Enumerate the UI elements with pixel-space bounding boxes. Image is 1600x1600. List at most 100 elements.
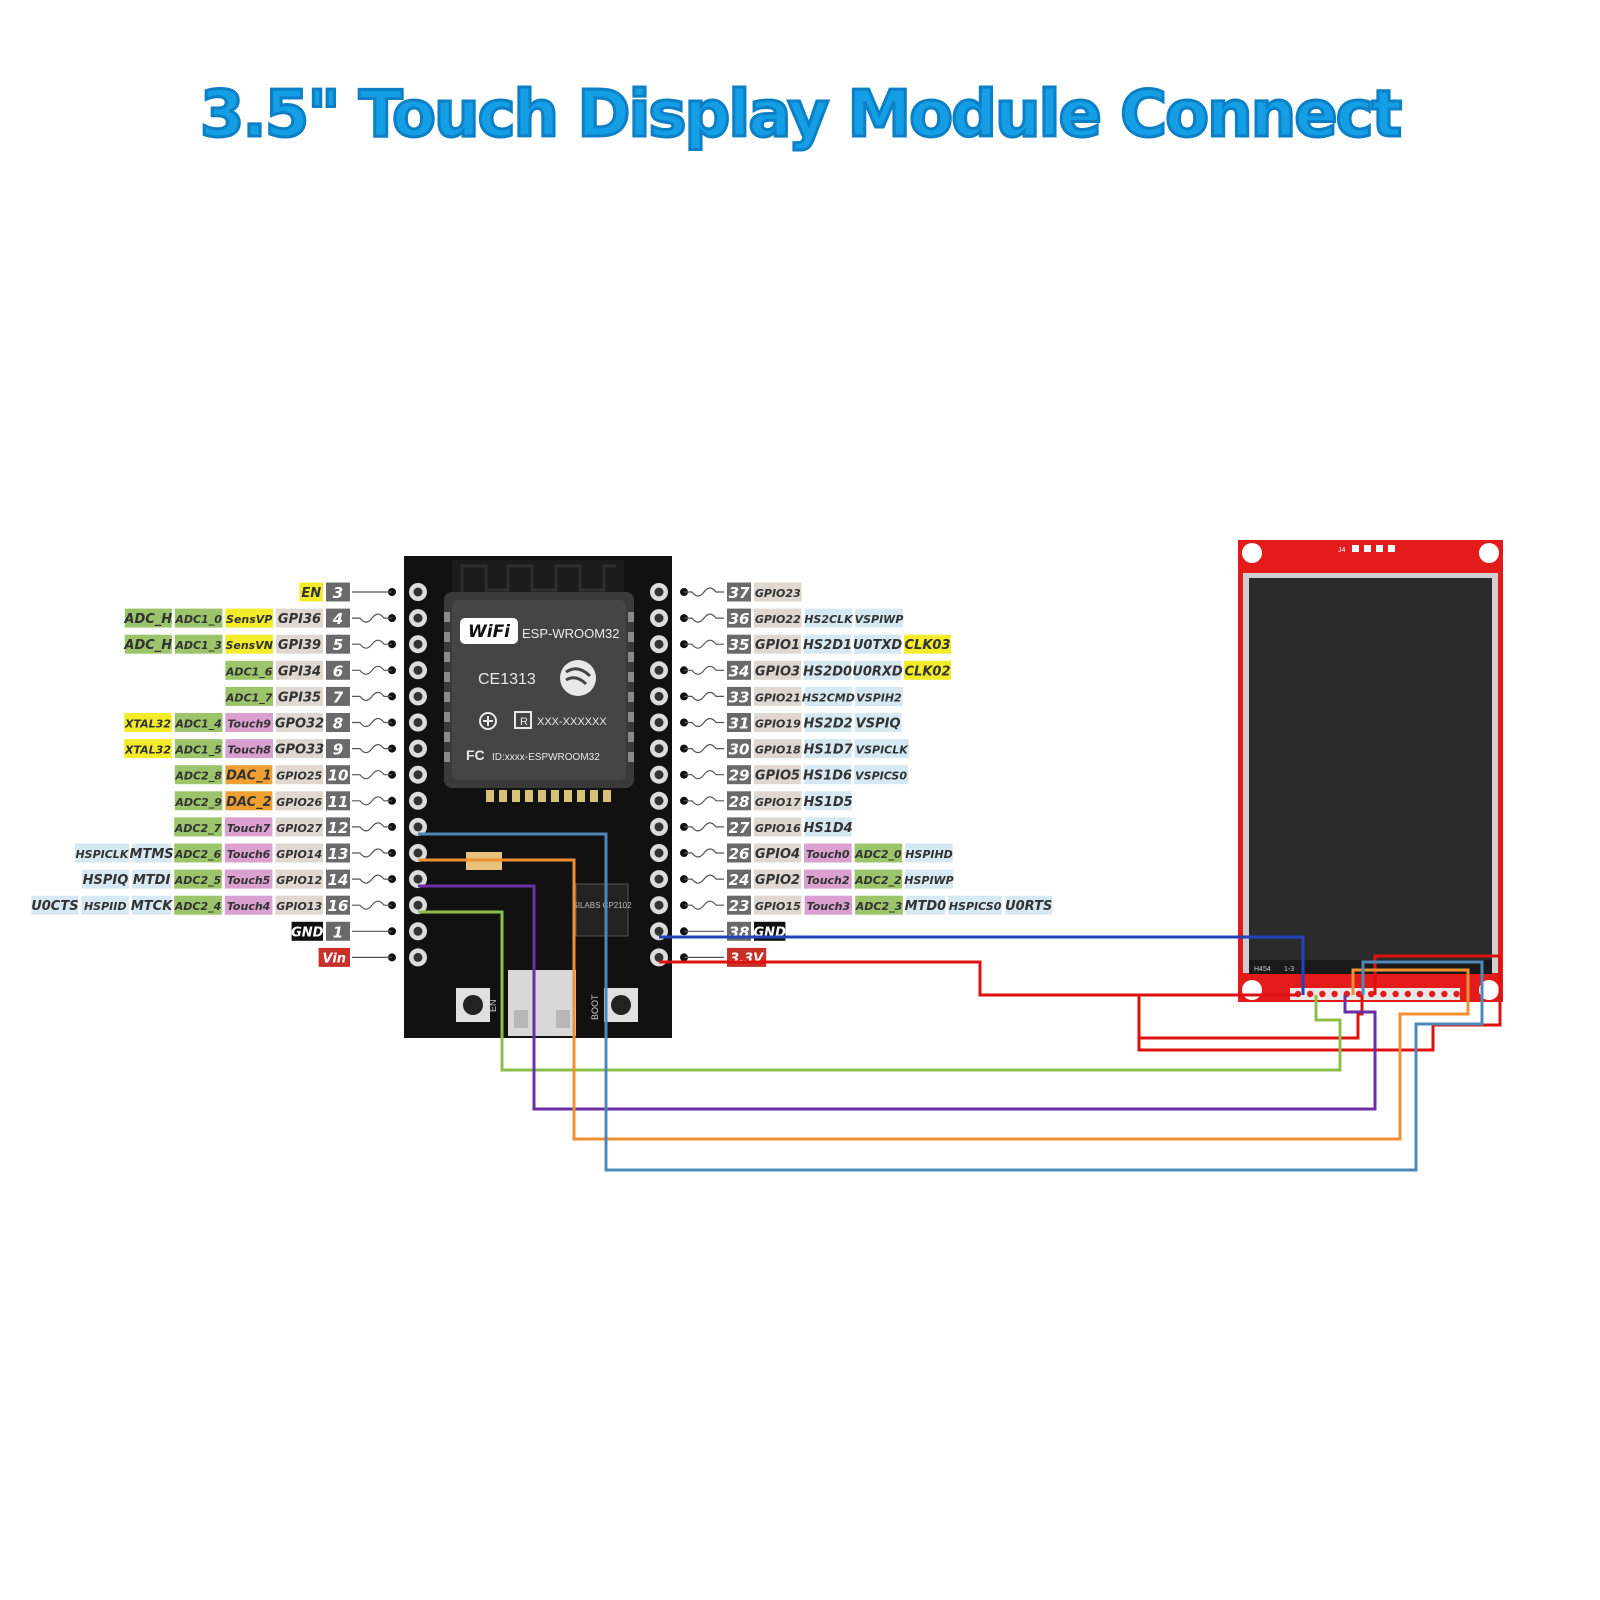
pin-label: Touch6 <box>227 848 271 861</box>
module-side-pad <box>628 632 634 642</box>
pin-number-box <box>326 582 350 602</box>
lcd-screen[interactable] <box>1249 578 1492 960</box>
pin-leader <box>352 691 392 701</box>
fc-id: ID:xxxx-ESPWROOM32 <box>492 752 600 763</box>
pin-label: U0RTS <box>1005 899 1052 914</box>
r-mark-icon <box>514 711 532 729</box>
pin-label-box <box>318 947 350 967</box>
module-side-pad <box>628 752 634 762</box>
wire-3v3-led <box>1139 995 1364 1040</box>
pin-label: DAC_1 <box>226 769 272 784</box>
lcd-pin <box>1319 990 1326 998</box>
pin-number: 36 <box>729 610 750 628</box>
pin-number: 34 <box>729 662 750 680</box>
pin-label: HS1D5 <box>804 795 853 810</box>
wire-gpio13 <box>418 910 1342 1072</box>
module-side-pad <box>444 752 450 762</box>
pin-label: U0CTS <box>31 899 78 914</box>
pin-label-box <box>754 634 801 654</box>
pin-number: 11 <box>328 793 349 811</box>
module-side-pad <box>444 612 450 622</box>
pin-label: ADC1_7 <box>225 691 273 704</box>
ce-mark: CE1313 <box>478 671 536 688</box>
pin-label: VSPIH2 <box>856 691 902 704</box>
pin-label: Touch8 <box>227 744 271 757</box>
pin-label-box <box>754 686 802 706</box>
pin-label: HSPIHD <box>905 848 953 861</box>
pin-number: 24 <box>729 871 750 889</box>
pin-label-box <box>854 765 909 785</box>
pin-number-box <box>326 713 350 732</box>
pin-number-box <box>326 686 350 706</box>
pin-label: GPIO25 <box>276 770 322 783</box>
en-button-label: EN <box>488 999 498 1012</box>
pin-label-box <box>754 817 802 837</box>
pin-leader <box>352 874 392 884</box>
pin-number: 4 <box>332 610 343 628</box>
pin-label: GPIO12 <box>276 874 322 887</box>
pin-label: U0RXD <box>852 664 903 679</box>
lcd-mount-hole <box>1242 543 1262 563</box>
pin-number-box <box>727 765 751 785</box>
wire-gpio14 <box>418 858 1470 1141</box>
pin-label: GPO32 <box>275 717 324 732</box>
pin-label-box <box>225 634 273 654</box>
pin-leader <box>352 848 392 858</box>
pin-label: ADC1_5 <box>174 744 222 757</box>
module-side-pad <box>444 732 450 742</box>
pin-label-box <box>804 791 852 811</box>
pin-label-box <box>124 608 172 628</box>
module-side-pad <box>628 652 634 662</box>
pin-label: HSPICS0 <box>949 900 1002 913</box>
header-pad-hole <box>654 796 664 806</box>
pin-label: HS2D1 <box>803 638 852 653</box>
header-pad-hole <box>413 613 423 623</box>
pin-label-box <box>754 791 802 811</box>
header-pad-hole <box>654 848 664 858</box>
pin-label: GND <box>291 925 324 940</box>
pin-leader <box>352 796 392 806</box>
lcd-pin <box>1307 990 1314 998</box>
pin-label: XTAL32 <box>124 744 171 757</box>
pin-label: ADC2_7 <box>174 822 222 835</box>
pin-number-box <box>326 634 350 654</box>
pin-label-box <box>299 582 323 602</box>
pin-label-box <box>31 895 79 915</box>
pin-label-box <box>854 869 903 889</box>
wire-gpio12 <box>418 884 1377 1111</box>
module-pad <box>525 790 533 802</box>
pin-label-box <box>904 660 951 680</box>
pin-label-box <box>855 608 903 628</box>
pin-number-box <box>727 739 751 759</box>
pin-label-box <box>224 817 273 837</box>
module-side-pad <box>444 652 450 662</box>
lcd-mount-hole <box>1479 980 1499 1000</box>
pin-leader <box>684 717 724 728</box>
pin-number: 37 <box>729 584 750 602</box>
pin-number: 38 <box>729 923 750 941</box>
pin-number: 7 <box>333 688 344 706</box>
pin-number-box <box>727 686 751 706</box>
wifi-text: WiFi <box>468 622 511 642</box>
pin-label: ADC1_6 <box>225 665 273 678</box>
pin-label: 3.3V <box>730 951 764 966</box>
antenna-trace <box>460 564 616 598</box>
pin-label-box <box>855 895 903 915</box>
pin-label: ADC2_3 <box>855 900 903 913</box>
pin-label-box <box>948 895 1003 915</box>
pin-label-box <box>225 739 273 759</box>
pin-label: GPIO5 <box>755 769 800 784</box>
pin-label-box <box>276 713 323 732</box>
pin-label-box <box>276 739 323 759</box>
pin-number-box <box>326 895 350 915</box>
pin-label: GPIO18 <box>755 744 801 757</box>
pin-label-box <box>804 686 853 706</box>
lcd-silk-mid: 1-3 <box>1284 966 1294 973</box>
pin-label: HS2D0 <box>803 664 852 679</box>
pin-label-box <box>224 869 273 889</box>
